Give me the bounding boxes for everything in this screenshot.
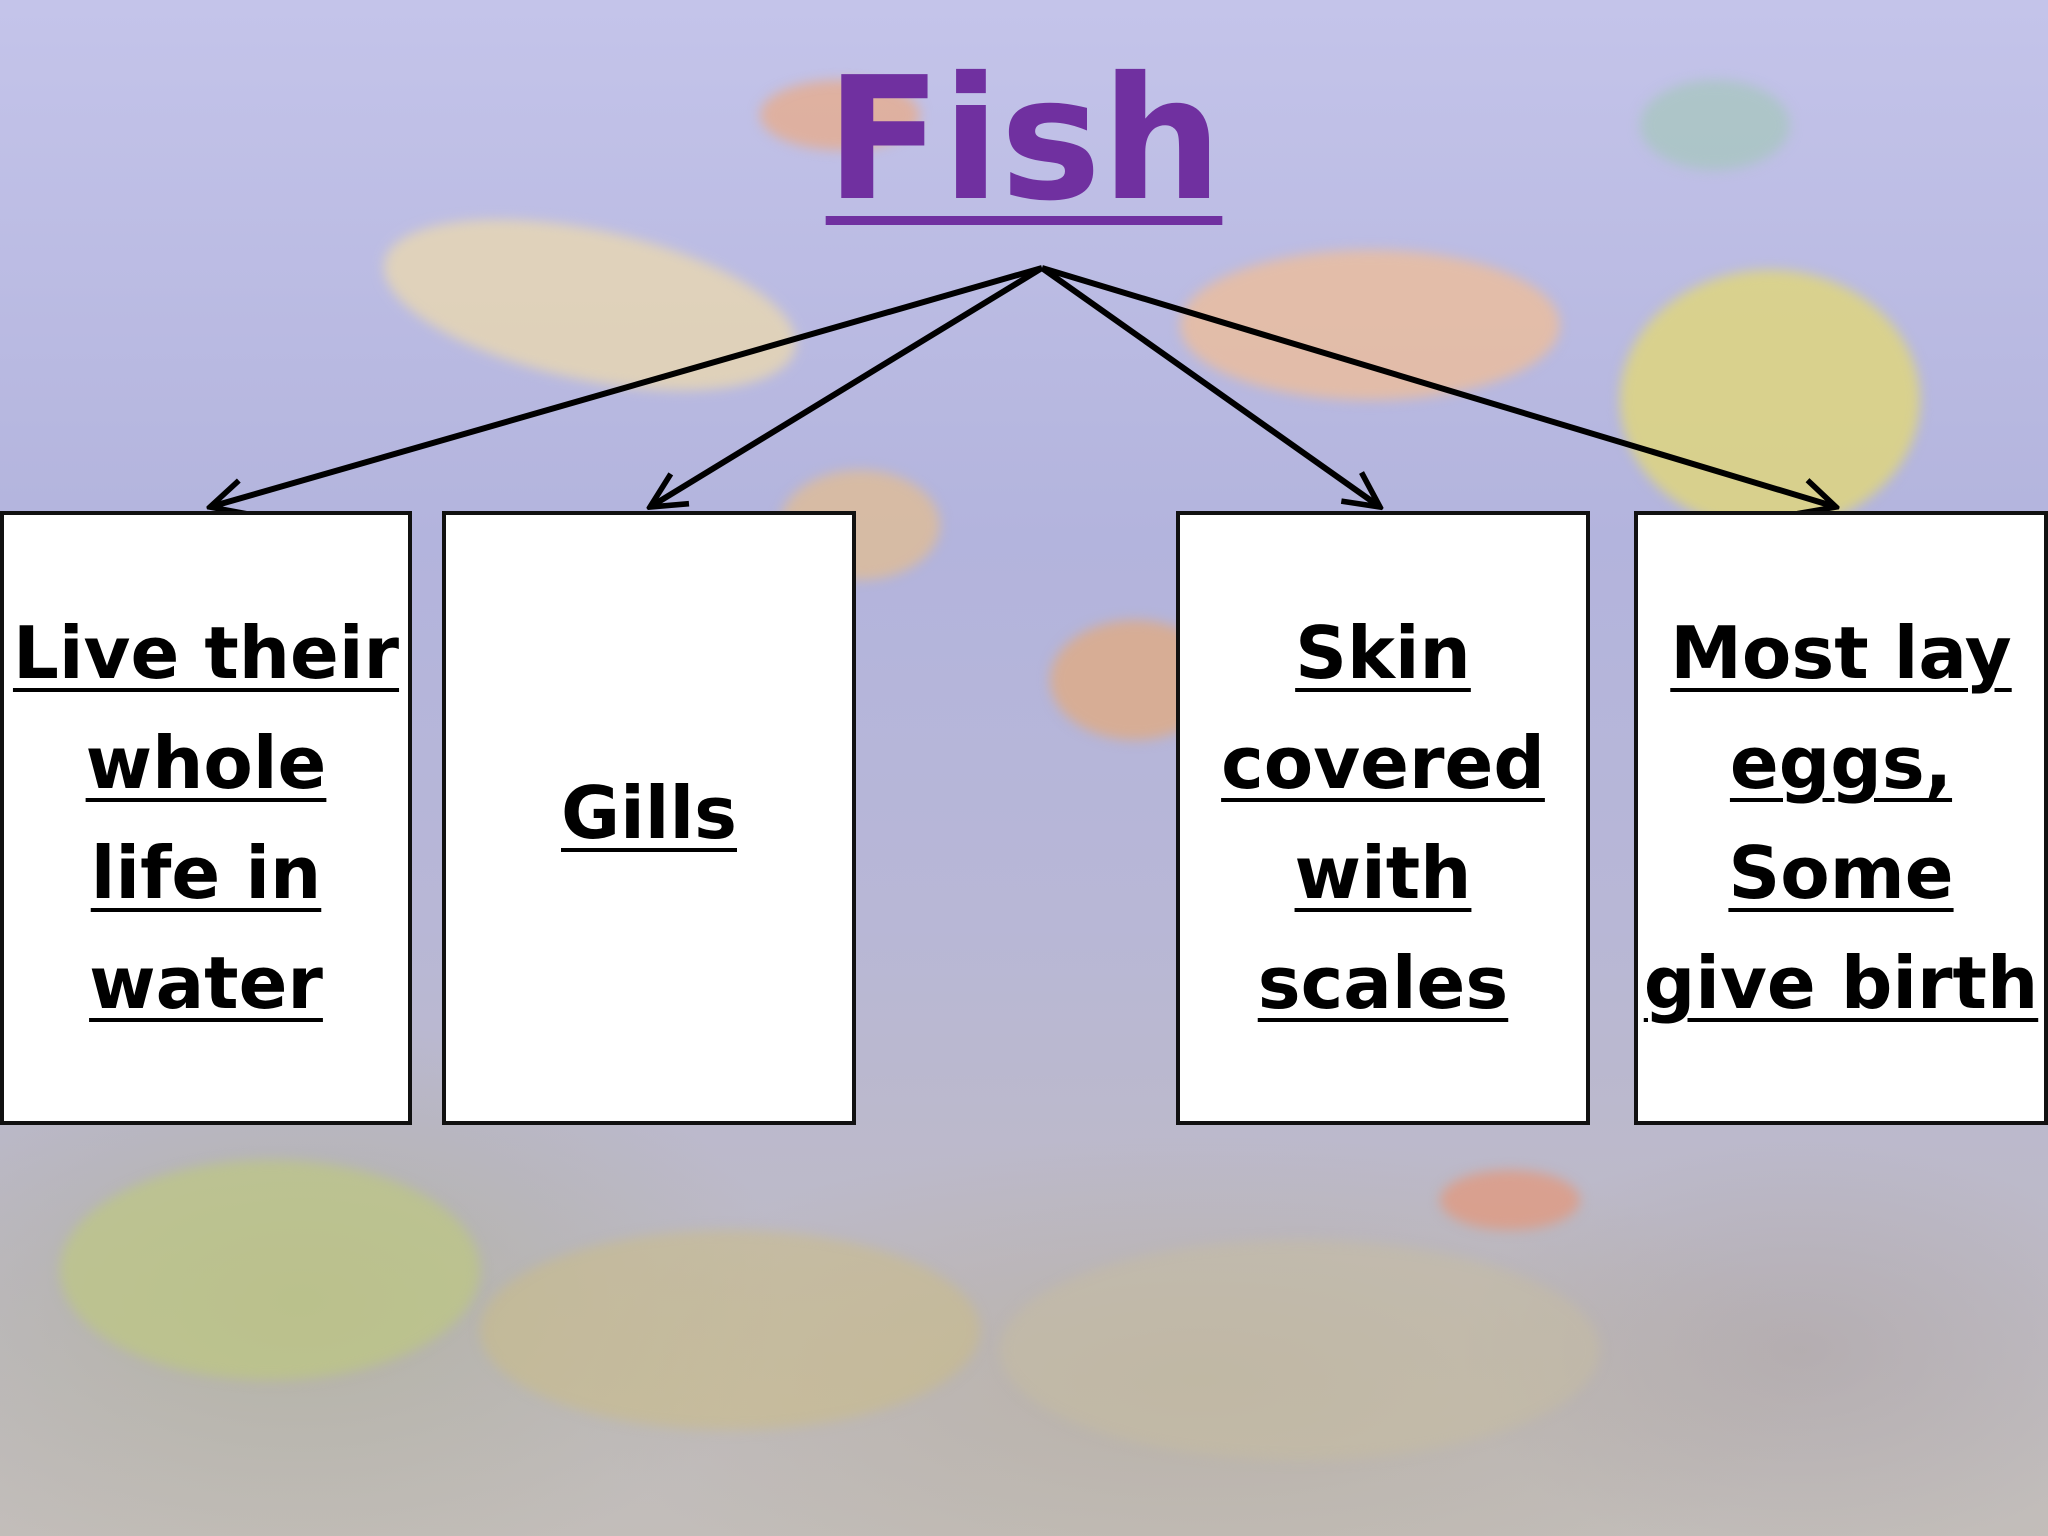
fish-shape [60, 1160, 480, 1380]
fish-shape [480, 1230, 980, 1430]
fish-shape [1440, 1170, 1580, 1230]
arrow-to-box-1 [210, 265, 1043, 507]
box-gills: Gills [442, 511, 856, 1125]
fish-shape [760, 80, 920, 150]
fish-shape [1000, 1240, 1600, 1460]
fish-shape [1180, 250, 1560, 400]
fish-shape [1640, 80, 1790, 170]
page-title: Fish [0, 40, 2048, 240]
box-text: Skin covered with scales [1221, 611, 1545, 1025]
box-live-in-water: Live their whole life in water [0, 511, 412, 1125]
box-text: Gills [561, 771, 737, 855]
box-reproduction: Most lay eggs, Some give birth [1634, 511, 2048, 1125]
box-text: Live their whole life in water [12, 611, 400, 1025]
arrow-to-box-2 [650, 265, 1044, 507]
title-text: Fish [825, 41, 1223, 239]
arrow-to-box-4 [1041, 265, 1836, 507]
arrow-to-box-3 [1040, 265, 1380, 507]
box-skin-scales: Skin covered with scales [1176, 511, 1590, 1125]
box-text: Most lay eggs, Some give birth [1643, 611, 2039, 1025]
